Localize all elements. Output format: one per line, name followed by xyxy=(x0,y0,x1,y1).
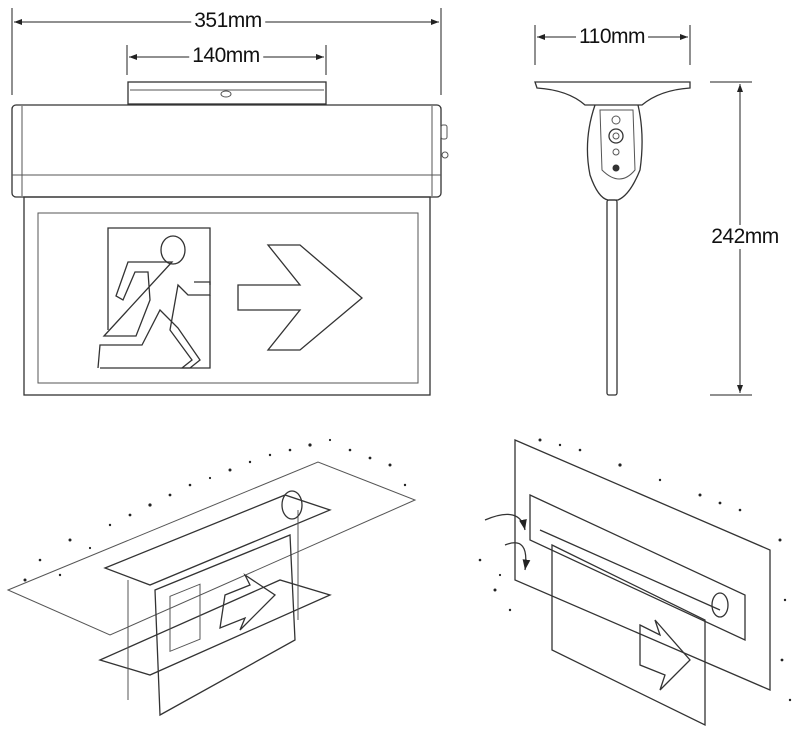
running-man-icon xyxy=(97,227,211,369)
wall-mount-illustration xyxy=(478,438,792,727)
dimension-242 xyxy=(710,81,752,396)
ceiling-mount-illustration xyxy=(6,438,417,717)
depth-label: 110mm xyxy=(576,25,648,49)
overall-width-label: 351mm xyxy=(191,9,265,33)
bracket-width-label: 140mm xyxy=(189,44,263,68)
arrow-right-icon xyxy=(237,244,364,351)
height-label: 242mm xyxy=(708,225,782,249)
front-view xyxy=(11,81,449,396)
side-view xyxy=(534,81,691,396)
